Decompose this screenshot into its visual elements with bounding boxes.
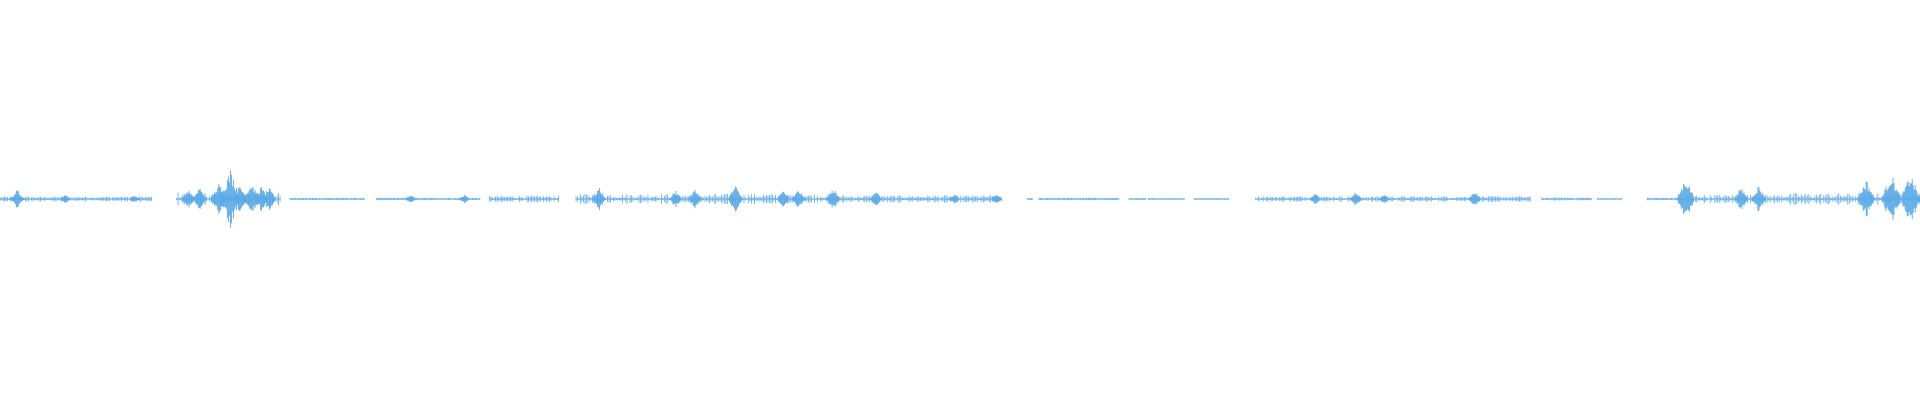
waveform-spike (192, 189, 206, 209)
waveform-noise (1026, 198, 1033, 200)
waveform-noise-path (1128, 198, 1146, 200)
waveform-spike (181, 190, 195, 208)
waveform-spike (1468, 193, 1481, 205)
waveform-spike (1676, 184, 1694, 214)
waveform-spike (592, 188, 606, 210)
waveform-noise-path (1038, 197, 1119, 201)
waveform-spike (1734, 189, 1748, 209)
waveform-spike (459, 194, 471, 204)
waveform-noise (1128, 198, 1146, 200)
waveform-spike (869, 192, 882, 206)
waveform-noise-path (1026, 198, 1033, 200)
waveform-noise (1193, 198, 1230, 200)
waveform-noise (1147, 198, 1185, 200)
waveform-spike (991, 195, 1002, 203)
waveform-noise (1541, 197, 1592, 201)
waveform-noise-path (1541, 197, 1592, 201)
waveform-spike (405, 195, 417, 203)
waveform-spike (1857, 181, 1875, 217)
waveform-noise-path (1193, 198, 1230, 200)
waveform-spike (792, 191, 806, 207)
waveform-noise (489, 195, 559, 203)
waveform-noise-path (289, 197, 364, 201)
waveform-noise (832, 195, 1002, 203)
waveform-noise-path (489, 195, 559, 203)
waveform-spike (688, 189, 702, 209)
waveform-spike (1349, 192, 1362, 206)
waveform-noise (1038, 197, 1119, 201)
waveform-spike (10, 190, 24, 208)
waveform-noise (1597, 198, 1622, 200)
waveform-spike (777, 191, 790, 207)
waveform-spike (1751, 187, 1766, 211)
waveform-spike (948, 194, 960, 204)
waveform-spike (243, 187, 259, 211)
waveform-spike (669, 191, 682, 207)
waveform-spike (1900, 178, 1920, 220)
waveform-spike (1378, 195, 1390, 203)
waveform-spike (728, 186, 743, 212)
waveform-spike (826, 190, 840, 208)
waveform-noise (289, 197, 364, 201)
waveform-spike (1881, 177, 1901, 221)
waveform-spike (261, 188, 275, 210)
waveform-spike (1309, 194, 1321, 204)
waveform-noise-path (1597, 198, 1622, 200)
waveform-spike (129, 195, 140, 203)
waveform-spike (59, 195, 71, 203)
waveform-noise-path (832, 195, 1002, 203)
waveform-noise-path (1147, 198, 1185, 200)
